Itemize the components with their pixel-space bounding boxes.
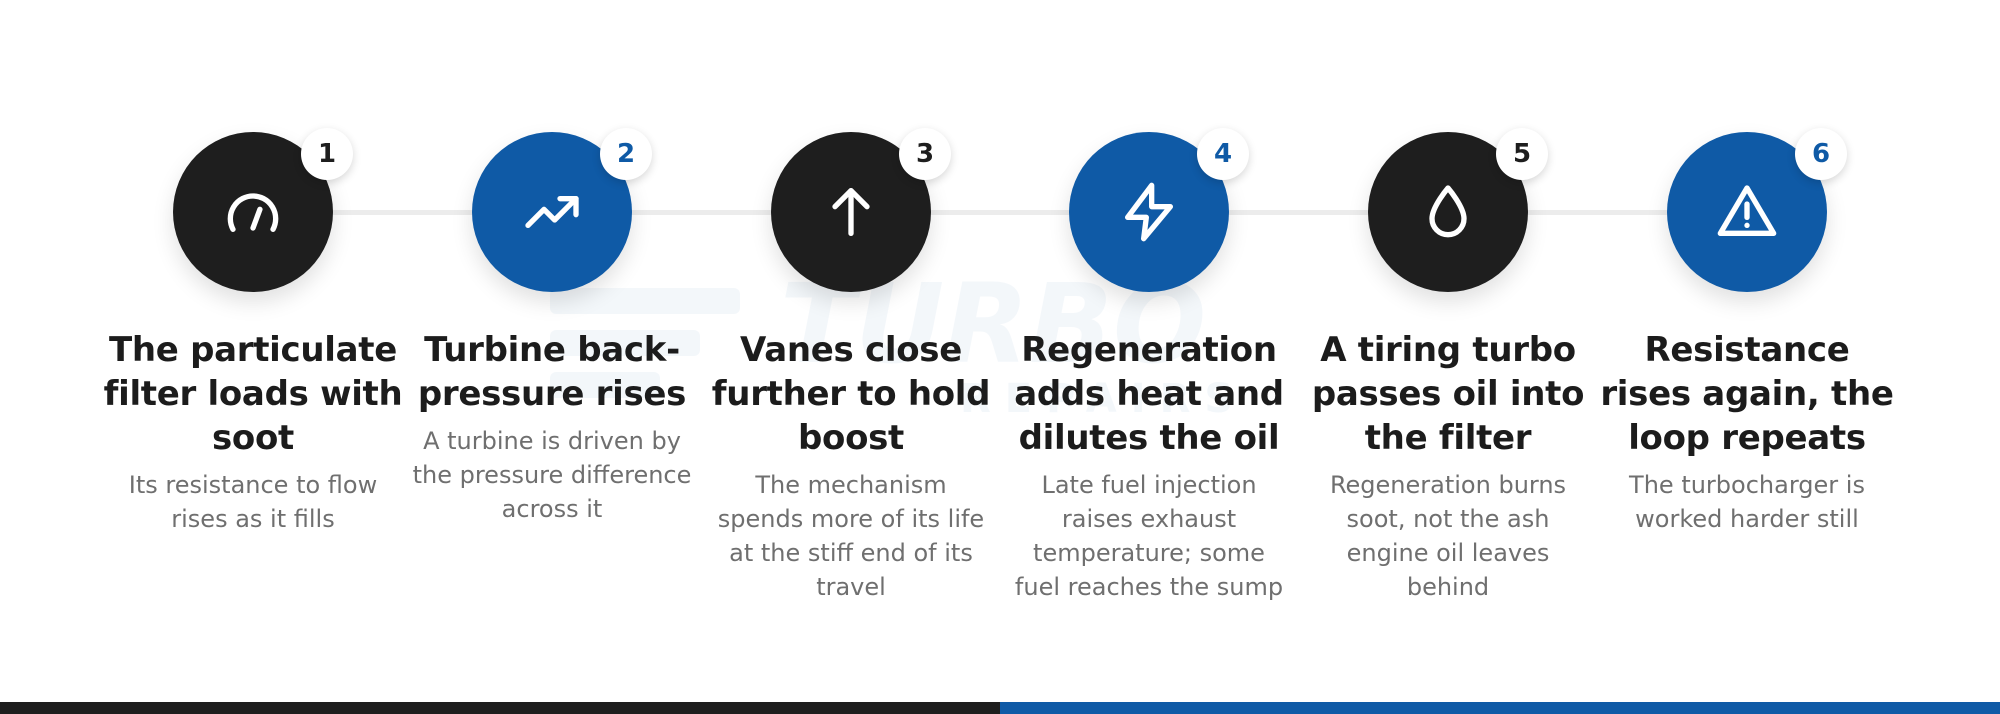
step-circle: 6 — [1667, 128, 1847, 292]
step-number-badge: 3 — [899, 128, 951, 180]
droplet-icon — [1429, 185, 1467, 238]
footer-bar-blue — [1000, 702, 2000, 714]
step-description: The mechanism spends more of its life at… — [717, 471, 985, 601]
step-4: 4 Regeneration adds heat and dilutes the… — [999, 128, 1299, 604]
step-number-badge: 4 — [1197, 128, 1249, 180]
step-number-badge: 6 — [1795, 128, 1847, 180]
step-title: The particulate filter loads with soot — [103, 330, 403, 458]
step-description: Its resistance to flow rises as it fills — [128, 471, 378, 533]
trending-up-icon — [525, 196, 579, 228]
warning-icon — [1717, 185, 1777, 236]
step-circle: 5 — [1368, 128, 1548, 292]
step-number-badge: 1 — [301, 128, 353, 180]
step-title: Resistance rises again, the loop repeats — [1600, 330, 1894, 458]
step-circle: 4 — [1069, 128, 1249, 292]
lightning-icon — [1125, 182, 1173, 242]
footer-bar-dark — [0, 702, 1000, 714]
timeline-connector — [252, 210, 1747, 215]
step-6: 6 Resistance rises again, the loop repea… — [1597, 128, 1897, 536]
step-description: Regeneration burns soot, not the ash eng… — [1329, 471, 1567, 601]
arrow-up-icon — [832, 188, 870, 236]
step-description: The turbocharger is worked harder still — [1629, 471, 1865, 533]
step-circle: 3 — [771, 128, 951, 292]
step-circle: 2 — [472, 128, 652, 292]
step-circle: 1 — [173, 128, 353, 292]
step-title: Regeneration adds heat and dilutes the o… — [1014, 330, 1284, 458]
step-title: Vanes close further to hold boost — [711, 330, 991, 458]
step-description: A turbine is driven by the pressure diff… — [412, 427, 692, 523]
step-3: 3 Vanes close further to hold boost The … — [701, 128, 1001, 604]
step-1: 1 The particulate filter loads with soot… — [103, 128, 403, 536]
step-title: A tiring turbo passes oil into the filte… — [1311, 330, 1585, 458]
step-2: 2 Turbine back-pressure rises A turbine … — [402, 128, 702, 526]
step-description: Late fuel injection raises exhaust tempe… — [1014, 471, 1284, 601]
step-number-badge: 5 — [1496, 128, 1548, 180]
step-title: Turbine back-pressure rises — [417, 330, 687, 414]
step-number-badge: 2 — [600, 128, 652, 180]
step-5: 5 A tiring turbo passes oil into the fil… — [1298, 128, 1598, 604]
gauge-icon — [227, 193, 279, 232]
